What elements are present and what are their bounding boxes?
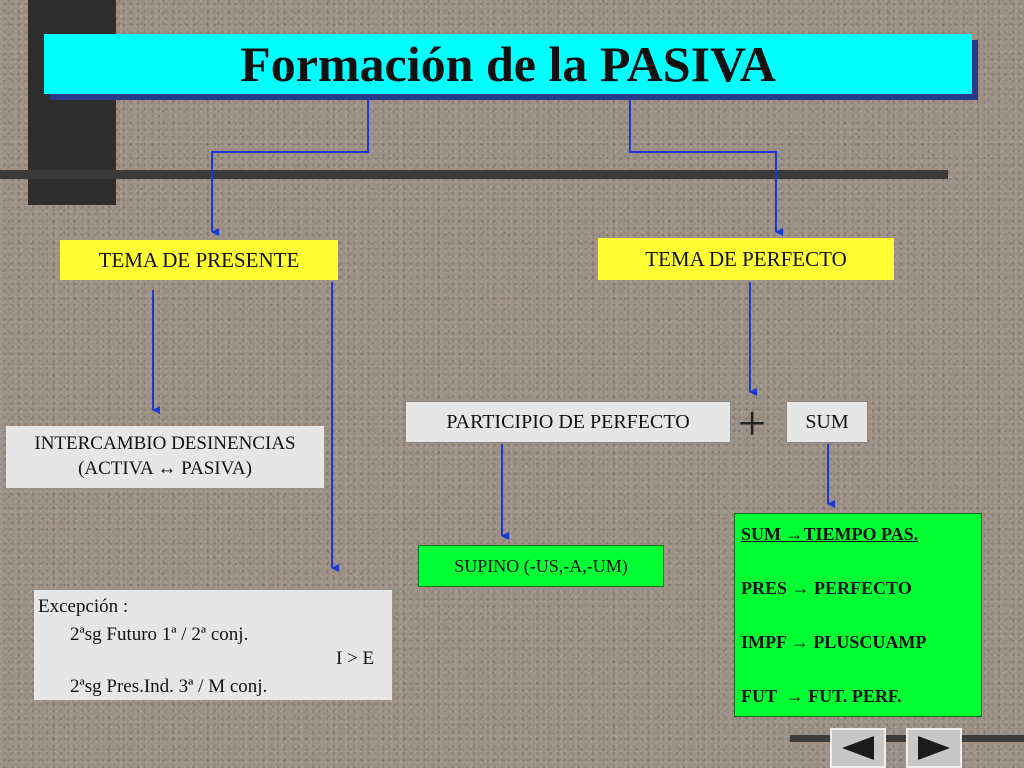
sum-label: SUM bbox=[805, 410, 849, 433]
tema-presente-label: TEMA DE PRESENTE bbox=[98, 247, 300, 272]
previous-slide-button[interactable] bbox=[830, 728, 886, 768]
decorative-horizontal-bar bbox=[0, 170, 948, 179]
excepcion-line-2: 2ªsg Pres.Ind. 3ª / M conj. bbox=[70, 676, 268, 697]
tema-presente-box: TEMA DE PRESENTE bbox=[60, 240, 338, 280]
participio-label: PARTICIPIO DE PERFECTO bbox=[446, 410, 690, 433]
intercambio-line-1: INTERCAMBIO DESINENCIAS bbox=[34, 433, 296, 455]
excepcion-result: I > E bbox=[336, 648, 375, 669]
title-box: Formación de la PASIVA bbox=[44, 34, 972, 94]
tema-perfecto-box: TEMA DE PERFECTO bbox=[598, 238, 894, 280]
page-title: Formación de la PASIVA bbox=[240, 36, 776, 92]
tiempos-row-fut: FUT → FUT. PERF. bbox=[741, 686, 902, 706]
connector-title-to-presente bbox=[211, 94, 369, 236]
excepcion-box: Excepción : 2ªsg Futuro 1ª / 2ª conj. I … bbox=[34, 590, 392, 700]
tiempos-row-impf: IMPF → PLUSCUAMP bbox=[741, 632, 927, 652]
tiempos-box: SUM →TIEMPO PAS. PRES → PERFECTO IMPF → … bbox=[734, 513, 982, 717]
tiempos-header: SUM →TIEMPO PAS. bbox=[741, 524, 919, 544]
intercambio-line-2: (ACTIVA ↔ PASIVA) bbox=[78, 458, 252, 479]
plus-sign: + bbox=[738, 395, 767, 451]
next-slide-button[interactable] bbox=[906, 728, 962, 768]
triangle-right-icon bbox=[918, 736, 950, 760]
sum-box: SUM bbox=[786, 401, 868, 443]
supino-box: SUPINO (-US,-A,-UM) bbox=[418, 545, 664, 587]
intercambio-box: INTERCAMBIO DESINENCIAS (ACTIVA ↔ PASIVA… bbox=[6, 426, 324, 488]
connector-title-to-perfecto bbox=[629, 94, 783, 236]
triangle-left-icon bbox=[842, 736, 874, 760]
tiempos-row-pres: PRES → PERFECTO bbox=[741, 578, 912, 598]
participio-box: PARTICIPIO DE PERFECTO bbox=[405, 401, 731, 443]
excepcion-line-1: 2ªsg Futuro 1ª / 2ª conj. bbox=[70, 624, 249, 645]
tema-perfecto-label: TEMA DE PERFECTO bbox=[645, 246, 847, 271]
supino-label: SUPINO (-US,-A,-UM) bbox=[454, 555, 628, 576]
excepcion-heading: Excepción : bbox=[38, 596, 129, 617]
